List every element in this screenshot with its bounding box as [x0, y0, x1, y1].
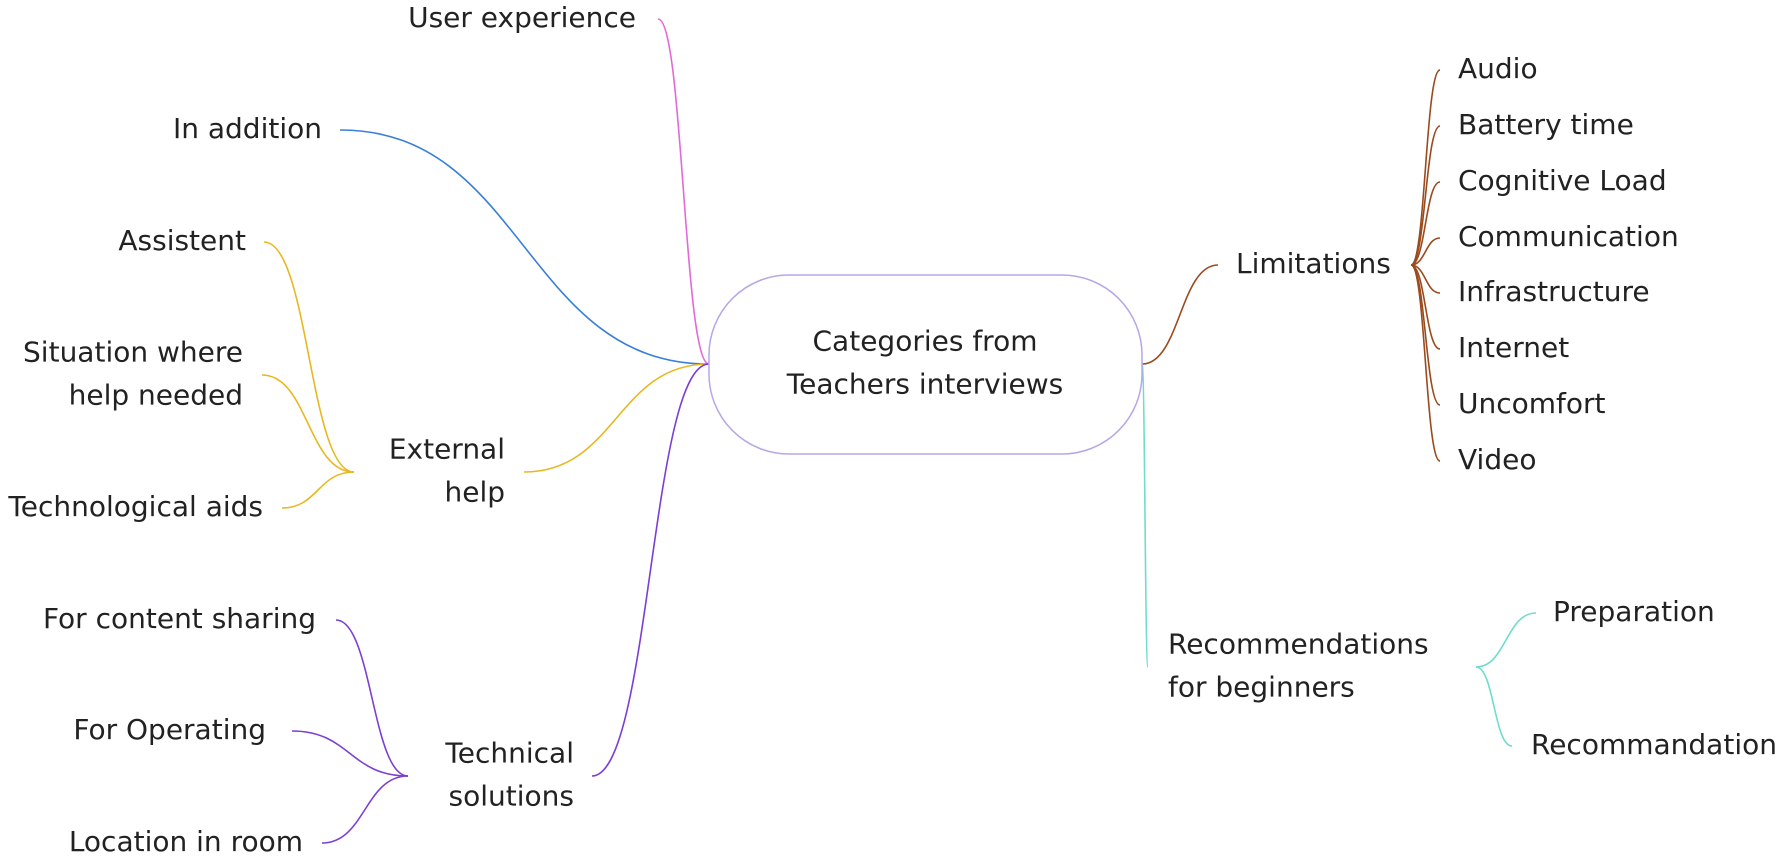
edge-assistent	[263, 241, 355, 473]
leaf-preparation[interactable]: Preparation	[1553, 595, 1715, 628]
leaf-infrastructure-line-1: Infrastructure	[1458, 275, 1650, 308]
edge-communication	[1410, 237, 1441, 266]
leaf-for-operating-line-1: For Operating	[73, 713, 266, 746]
leaf-communication[interactable]: Communication	[1458, 220, 1679, 253]
edge-technological-aids	[281, 471, 355, 509]
edge-for-operating	[291, 730, 409, 777]
leaf-uncomfort[interactable]: Uncomfort	[1458, 387, 1606, 420]
edge-in-addition	[339, 129, 710, 365]
root-node-label-line-1: Categories from	[813, 325, 1038, 358]
edge-situation-where-help-needed	[261, 374, 355, 473]
leaf-recommandation[interactable]: Recommandation	[1531, 728, 1777, 761]
branch-external-help-line-2: help	[444, 476, 505, 509]
edge-battery-time	[1410, 125, 1441, 266]
edge-for-content-sharing	[335, 619, 409, 777]
branch-user-experience[interactable]: User experience	[408, 1, 636, 34]
leaf-internet-line-1: Internet	[1458, 331, 1569, 364]
leaf-location-in-room[interactable]: Location in room	[69, 825, 303, 858]
branch-recommendations-for-beginners-line-2: for beginners	[1168, 671, 1355, 704]
branch-technical-solutions[interactable]: Technical solutions	[444, 737, 574, 813]
edges-layer	[261, 18, 1537, 844]
edge-technical-solutions	[591, 363, 710, 777]
leaf-audio[interactable]: Audio	[1458, 52, 1538, 85]
leaf-situation-where-help-needed-line-2: help needed	[69, 379, 243, 412]
edge-preparation	[1475, 612, 1537, 668]
leaf-communication-line-1: Communication	[1458, 220, 1679, 253]
leaf-location-in-room-line-1: Location in room	[69, 825, 303, 858]
root-node-label-line-2: Teachers interviews	[786, 368, 1063, 401]
branch-recommendations-for-beginners[interactable]: Recommendations for beginners	[1168, 628, 1429, 704]
leaf-infrastructure[interactable]: Infrastructure	[1458, 275, 1650, 308]
leaf-video[interactable]: Video	[1458, 443, 1536, 476]
branch-limitations[interactable]: Limitations	[1236, 247, 1391, 280]
leaf-preparation-line-1: Preparation	[1553, 595, 1715, 628]
branch-in-addition-line-1: In addition	[173, 112, 322, 145]
leaf-cognitive-load-line-1: Cognitive Load	[1458, 164, 1667, 197]
leaf-technological-aids-line-1: Technological aids	[7, 490, 263, 523]
leaf-uncomfort-line-1: Uncomfort	[1458, 387, 1606, 420]
leaf-audio-line-1: Audio	[1458, 52, 1538, 85]
edge-recommendations-for-beginners	[1141, 363, 1149, 668]
leaf-battery-time[interactable]: Battery time	[1458, 108, 1634, 141]
leaf-situation-where-help-needed-line-1: Situation where	[23, 336, 243, 369]
branch-technical-solutions-line-2: solutions	[449, 780, 574, 813]
edge-external-help	[523, 363, 710, 473]
branch-technical-solutions-line-1: Technical	[444, 737, 574, 770]
leaf-assistent[interactable]: Assistent	[118, 224, 246, 257]
edge-video	[1410, 264, 1441, 462]
leaf-technological-aids[interactable]: Technological aids	[7, 490, 263, 523]
root-node-box	[708, 274, 1143, 455]
edge-user-experience	[657, 18, 710, 365]
branch-external-help[interactable]: External help	[389, 433, 505, 509]
branch-in-addition[interactable]: In addition	[173, 112, 322, 145]
edge-cognitive-load	[1410, 181, 1441, 266]
branch-external-help-line-1: External	[389, 433, 505, 466]
branch-user-experience-line-1: User experience	[408, 1, 636, 34]
edge-limitations	[1141, 264, 1219, 365]
leaf-internet[interactable]: Internet	[1458, 331, 1569, 364]
leaf-for-content-sharing[interactable]: For content sharing	[43, 602, 316, 635]
leaf-situation-where-help-needed[interactable]: Situation where help needed	[23, 336, 243, 412]
leaf-for-content-sharing-line-1: For content sharing	[43, 602, 316, 635]
root-node[interactable]	[708, 274, 1143, 455]
edge-location-in-room	[321, 775, 409, 844]
edge-audio	[1410, 69, 1441, 266]
leaf-recommandation-line-1: Recommandation	[1531, 728, 1777, 761]
branch-recommendations-for-beginners-line-1: Recommendations	[1168, 628, 1429, 661]
leaf-video-line-1: Video	[1458, 443, 1536, 476]
leaf-cognitive-load[interactable]: Cognitive Load	[1458, 164, 1667, 197]
edge-uncomfort	[1410, 264, 1441, 406]
leaf-battery-time-line-1: Battery time	[1458, 108, 1634, 141]
edge-recommandation	[1475, 666, 1513, 747]
leaf-assistent-line-1: Assistent	[118, 224, 246, 257]
leaf-for-operating[interactable]: For Operating	[73, 713, 266, 746]
branch-limitations-line-1: Limitations	[1236, 247, 1391, 280]
